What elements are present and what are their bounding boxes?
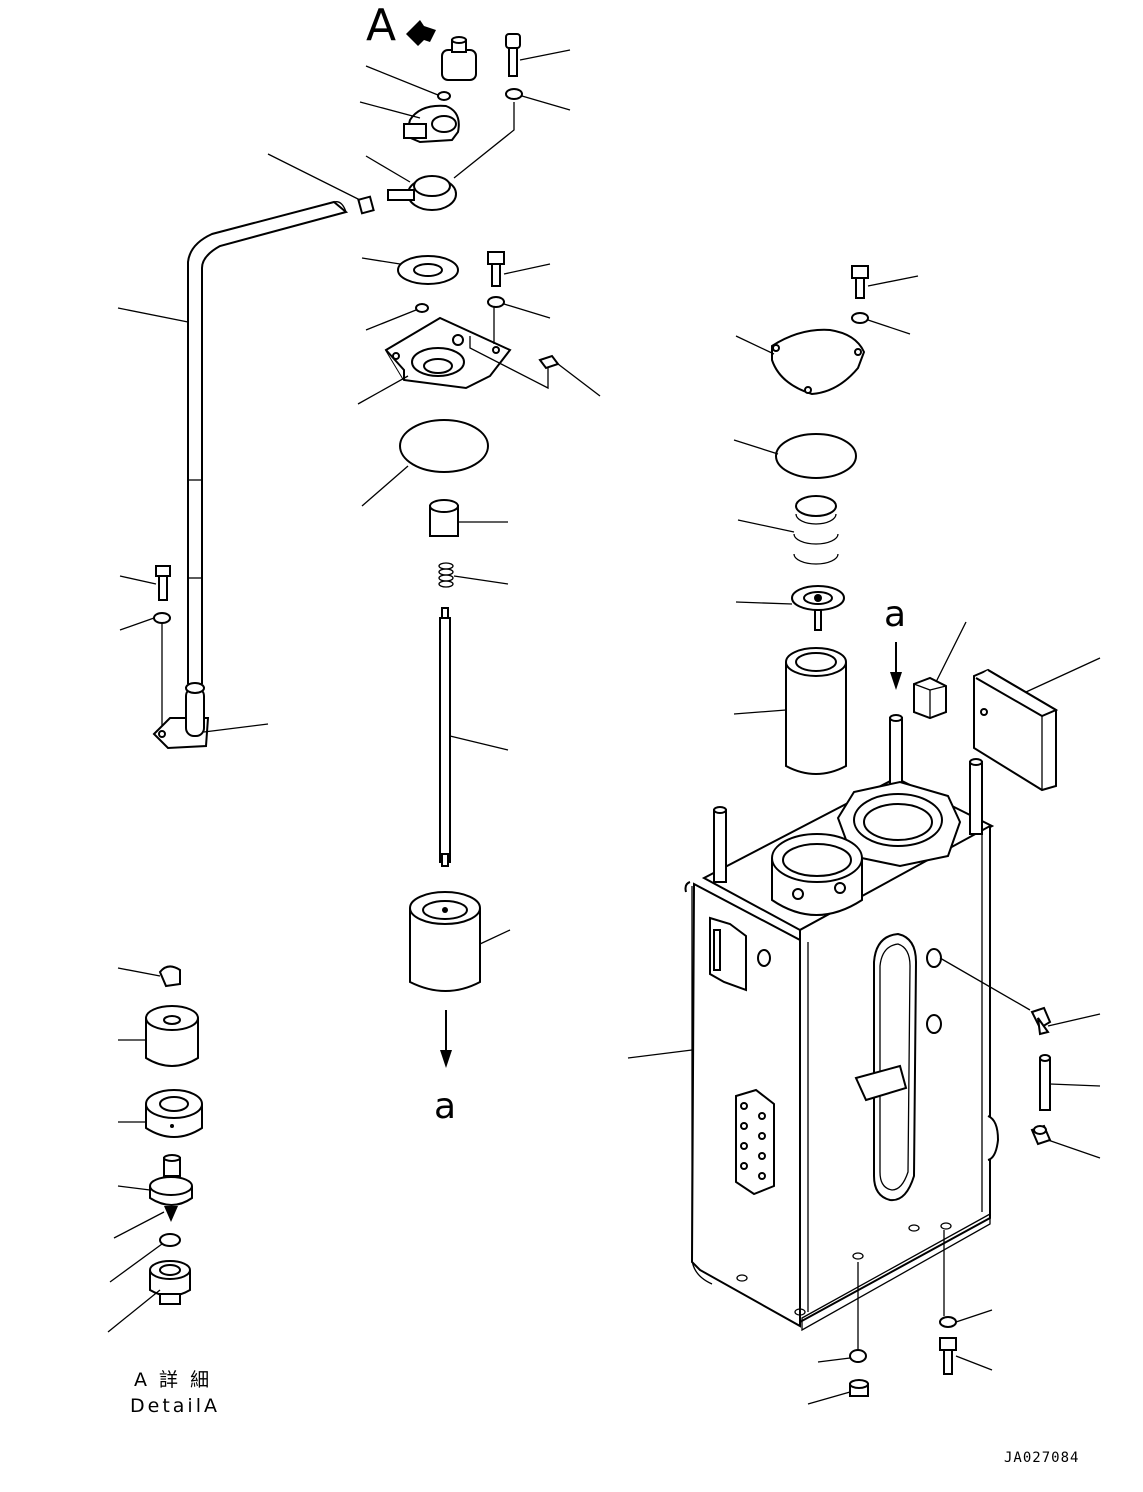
filter-cover-washer: [851, 312, 869, 324]
filter-o-ring: [775, 433, 857, 479]
detail-cap: [158, 965, 181, 988]
view-a-indicator: A: [366, 0, 436, 51]
hydraulic-tank: [684, 714, 1000, 1332]
strainer-rod: [439, 607, 451, 867]
side-plate: [973, 668, 1059, 792]
figure-code: JA027084: [1004, 1450, 1079, 1466]
hose-bracket-washer: [153, 612, 171, 624]
filter-spring: [793, 495, 839, 565]
detail-valve-body: [149, 1154, 193, 1222]
small-block-part: [913, 676, 947, 720]
filter-cover: [771, 328, 866, 396]
drain-plug: [849, 1379, 869, 1397]
mount-bolt: [939, 1337, 957, 1375]
strainer-nut: [429, 499, 459, 537]
hose-bracket-bolt: [155, 565, 171, 601]
breather-hose: [187, 200, 349, 685]
flange-washer-left: [415, 303, 429, 313]
tank-cover-flange: [384, 316, 512, 390]
cap-washer: [505, 88, 523, 100]
drain-o-ring: [849, 1349, 867, 1363]
view-a-arrow: [406, 20, 436, 46]
flange-bolt: [487, 251, 505, 287]
detail-o-ring: [159, 1233, 181, 1247]
elbow-fitting: [1030, 1006, 1052, 1036]
arrow-a-top-label: a: [884, 594, 906, 635]
hose-clamp: [357, 195, 375, 215]
view-a-label: A: [366, 0, 396, 51]
lock-cover: [403, 104, 460, 144]
suction-strainer: [409, 891, 481, 992]
flange-washer: [487, 296, 505, 308]
detail-caption-jp: A 詳 細: [134, 1369, 212, 1391]
mount-washer: [939, 1316, 957, 1328]
breather-cap: [441, 36, 477, 81]
detail-caption-en: DetailA: [130, 1395, 220, 1417]
detail-adapter: [149, 1260, 191, 1305]
flow-arrow-bottom: a: [434, 1010, 456, 1127]
hose-bracket: [152, 682, 210, 750]
flow-arrow-top: a: [884, 594, 906, 690]
detail-valve-seat: [145, 1089, 203, 1138]
detail-a-group: A 詳 細 DetailA: [107, 965, 220, 1417]
washer-small: [437, 91, 451, 101]
arrow-a-bottom-label: a: [434, 1086, 456, 1127]
filter-element: [785, 647, 847, 775]
bypass-valve: [791, 585, 845, 631]
drain-hose: [1039, 1054, 1051, 1111]
center-o-ring: [399, 419, 489, 473]
lock-plate: [538, 354, 560, 370]
filter-cover-bolt: [851, 265, 869, 299]
cap-bolt: [505, 33, 521, 77]
strainer-spring: [438, 562, 454, 588]
detail-weight: [145, 1005, 199, 1067]
connector-fitting: [1030, 1124, 1052, 1146]
filler-neck-ring: [387, 175, 457, 211]
